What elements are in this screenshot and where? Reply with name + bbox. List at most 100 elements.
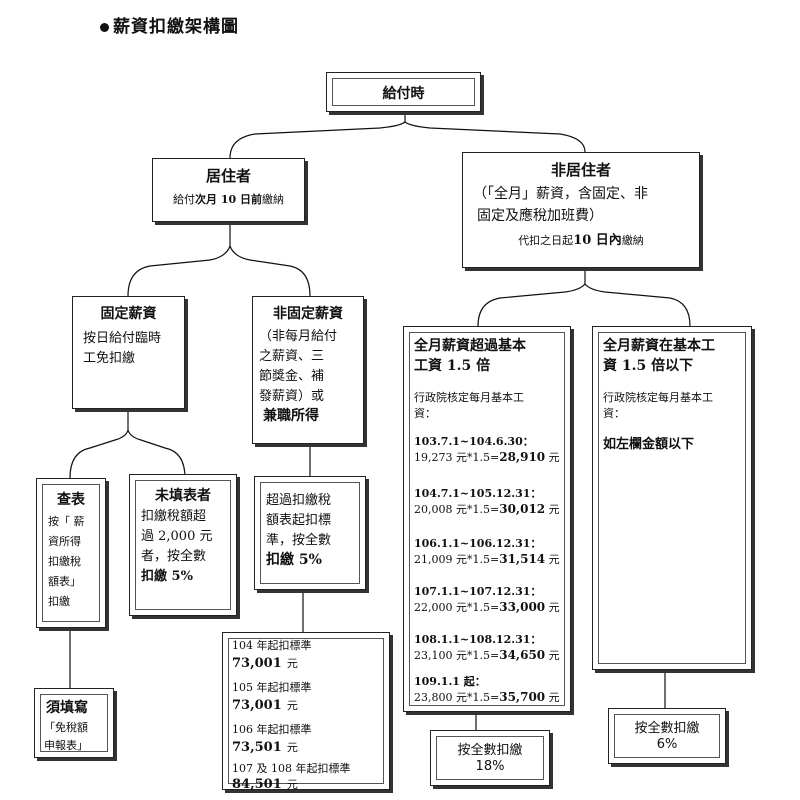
over-base-period-3-base: 21,009 [414, 553, 453, 566]
over-base-period-1-range: 103.7.1~104.6.30： [414, 435, 534, 448]
over-base-period-2-base: 20,008 [414, 503, 453, 516]
check-table-line4: 額表」 [48, 575, 81, 588]
not-filed-box: 未填表者 扣繳稅額超 過 2,000 元 者，按全數 扣繳 5% [129, 474, 237, 616]
bullet-dot-icon [100, 23, 109, 32]
over-base-period-1-base: 19,273 [414, 451, 453, 464]
rate-6-line2: 6% [656, 737, 678, 752]
over-base-period-1-calc: 19,273 元*1.5=28,910 元 [414, 449, 560, 465]
check-table-line2: 資所得 [48, 535, 81, 548]
nonfixed-salary-title: 非固定薪資 [273, 306, 343, 322]
over-base-period-6-range: 109.1.1 起： [414, 675, 486, 688]
not-filed-line4: 扣繳 5% [141, 569, 193, 584]
rate-6-inner-frame [614, 714, 720, 758]
check-table-title: 查表 [57, 492, 85, 508]
nonfixed-salary-line3: 節獎金、補 [259, 369, 325, 384]
rate-6-box: 按全數扣繳 6% [608, 708, 726, 764]
over-base-period-3-unit: 元 [548, 553, 560, 566]
threshold-107-108-amount: 84,501 元 [232, 773, 298, 792]
thresholds-box: 104 年起扣標準 73,001 元 105 年起扣標準 73,001 元 10… [222, 632, 390, 792]
check-table-line3: 扣繳稅 [48, 555, 81, 568]
over-base-period-6-unit: 元 [548, 691, 560, 704]
threshold-106-amount: 73,501 元 [232, 736, 298, 755]
over-base-period-4-unit: 元 [548, 601, 560, 614]
not-filed-title: 未填表者 [155, 488, 211, 504]
nonfixed-salary-line1: （非每月給付 [259, 329, 338, 344]
threshold-104-label: 104 年起扣標準 [232, 639, 312, 652]
rate-18-line2: 18% [475, 759, 505, 774]
over-base-period-5-mid: 元*1.5= [456, 649, 500, 662]
exceed-threshold-line2: 額表起扣標 [266, 513, 332, 528]
must-fill-title: 須填寫 [46, 700, 88, 716]
threshold-104-value: 73,001 [232, 656, 282, 671]
over-base-period-2-mid: 元*1.5= [456, 503, 500, 516]
threshold-107-108-value: 84,501 [232, 777, 282, 792]
under-base-intro-line1: 行政院核定每月基本工 [603, 391, 713, 404]
fixed-salary-title: 固定薪資 [100, 306, 157, 322]
exceed-threshold-box: 超過扣繳稅 額表起扣標 準，按全數 扣繳 5% [254, 476, 366, 590]
over-base-period-5-unit: 元 [548, 649, 560, 662]
threshold-107-108-label: 107 及 108 年起扣標準 [232, 762, 351, 775]
check-table-line1: 按「 薪 [48, 515, 85, 528]
nonresident-desc-line2: 固定及應稅加班費） [477, 208, 603, 224]
threshold-105-unit: 元 [286, 699, 298, 712]
check-table-box: 查表 按「 薪 資所得 扣繳稅 額表」 扣繳 [36, 478, 106, 628]
over-base-inner-frame [409, 332, 565, 706]
threshold-104-unit: 元 [286, 657, 298, 670]
root-box: 給付時 [326, 72, 481, 112]
over-base-period-1-unit: 元 [548, 451, 560, 464]
nonfixed-salary-line2: 之薪資、三 [259, 349, 325, 364]
over-base-period-5-range: 108.1.1~108.12.31： [414, 633, 542, 646]
not-filed-line1: 扣繳稅額超 [141, 509, 207, 524]
not-filed-line2: 過 2,000 元 [141, 529, 213, 544]
under-base-inner-frame [598, 332, 746, 664]
threshold-106-value: 73,501 [232, 740, 282, 755]
check-table-line5: 扣繳 [48, 595, 70, 608]
fixed-salary-line2: 工免扣繳 [83, 351, 136, 366]
nonfixed-salary-box: 非固定薪資 （非每月給付 之薪資、三 節獎金、補 發薪資）或 兼職所得 [252, 296, 364, 444]
resident-box: 居住者 給付次月 10 日前繳納 [152, 158, 305, 222]
root-inner-frame [332, 78, 475, 106]
over-base-period-4-calc: 22,000 元*1.5=33,000 元 [414, 599, 560, 615]
thresholds-inner-frame [228, 638, 384, 784]
rate-18-box: 按全數扣繳 18% [430, 730, 550, 786]
over-base-period-3-mid: 元*1.5= [456, 553, 500, 566]
root-label: 給付時 [382, 86, 425, 102]
nonresident-box: 非居住者 （「全月」薪資，含固定、非 固定及應稅加班費） 代扣之日起10 日內繳… [462, 152, 700, 268]
nonresident-title: 非居住者 [550, 161, 611, 179]
over-base-title-line2: 工資 1.5 倍 [414, 358, 491, 374]
connector-fixed-branch [69, 427, 186, 479]
over-base-period-3-result: 31,514 [499, 552, 546, 566]
page-title: 薪資扣繳架構圖 [100, 12, 239, 37]
over-base-intro-line1: 行政院核定每月基本工 [414, 391, 524, 404]
must-fill-inner-frame [40, 694, 108, 752]
over-base-period-4-base: 22,000 [414, 601, 453, 614]
over-base-period-2-range: 104.7.1~105.12.31： [414, 487, 542, 500]
rate-6-line1: 按全數扣繳 [634, 721, 700, 736]
threshold-105-amount: 73,001 元 [232, 694, 298, 713]
over-base-period-5-calc: 23,100 元*1.5=34,650 元 [414, 647, 560, 663]
over-base-period-5-result: 34,650 [499, 648, 546, 662]
nonfixed-salary-line5: 兼職所得 [263, 408, 319, 424]
fixed-salary-box: 固定薪資 按日給付臨時 工免扣繳 [72, 296, 185, 409]
over-base-period-2-unit: 元 [548, 503, 560, 516]
over-base-period-3-range: 106.1.1~106.12.31： [414, 537, 542, 550]
connector-resident-branch [127, 244, 311, 297]
must-fill-box: 須填寫 「免稅額 申報表」 [34, 688, 114, 758]
nonresident-desc-line1: （「全月」薪資，含固定、非 [473, 186, 648, 202]
nonresident-note-deadline: 10 日內 [573, 233, 622, 248]
rate-18-inner-frame [436, 736, 544, 780]
over-base-title-line1: 全月薪資超過基本 [414, 338, 526, 354]
resident-note: 給付次月 10 日前繳納 [153, 191, 304, 207]
not-filed-inner-frame [135, 480, 231, 610]
resident-note-deadline: 次月 10 日前 [195, 193, 262, 206]
exceed-threshold-line3: 準，按全數 [266, 533, 332, 548]
threshold-106-label: 106 年起扣標準 [232, 723, 312, 736]
connector-nonresident-branch [477, 283, 691, 327]
connector-root-branch [229, 121, 586, 159]
nonfixed-salary-line4: 發薪資）或 [259, 389, 325, 404]
over-base-box: 全月薪資超過基本 工資 1.5 倍 行政院核定每月基本工 資： 103.7.1~… [403, 326, 571, 712]
over-base-period-3-calc: 21,009 元*1.5=31,514 元 [414, 551, 560, 567]
check-table-inner-frame [42, 484, 100, 622]
exceed-threshold-line1: 超過扣繳稅 [266, 493, 332, 508]
over-base-intro-line2: 資： [414, 407, 436, 420]
